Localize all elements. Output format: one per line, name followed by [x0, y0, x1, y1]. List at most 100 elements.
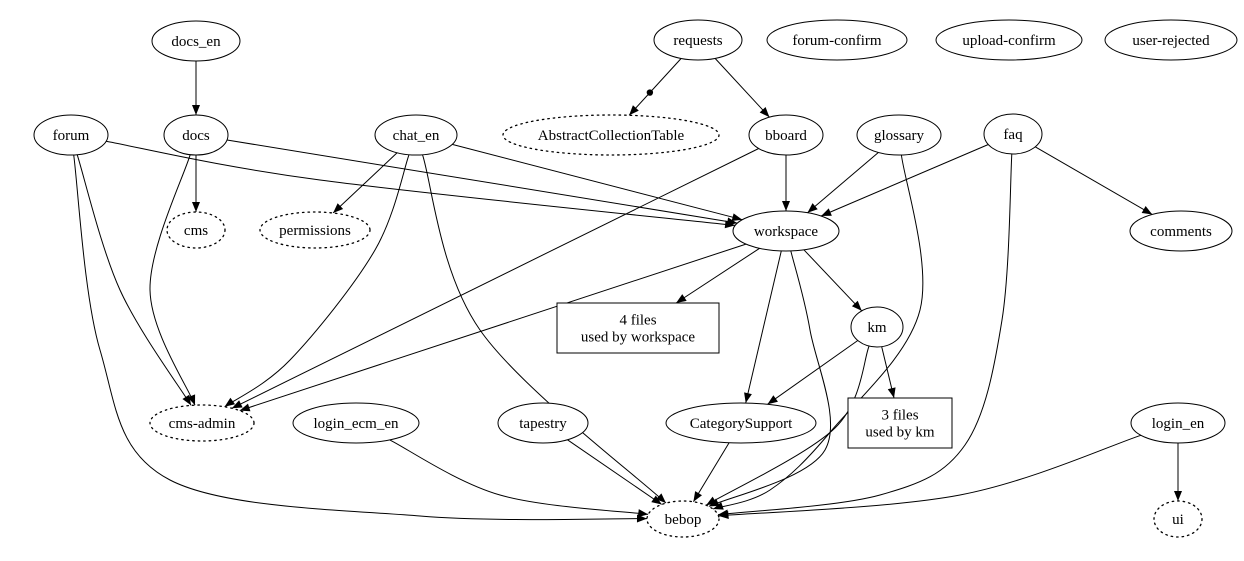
label-ui: ui [1172, 512, 1184, 528]
node-category_support: CategorySupport [665, 402, 817, 444]
label-comments: comments [1150, 224, 1212, 240]
node-abstract_collection_table: AbstractCollectionTable [502, 114, 720, 156]
label-login_en: login_en [1152, 416, 1205, 432]
ellipse-cms [166, 211, 226, 249]
ellipse-user_rejected [1104, 19, 1238, 61]
edge-bboard-to-cms_admin [231, 148, 759, 409]
node-cms: cms [166, 211, 226, 249]
node-login_ecm_en: login_ecm_en [292, 402, 420, 444]
ellipse-bboard [748, 114, 824, 156]
label-km: km [867, 320, 887, 336]
edge-workspace-to-files_workspace [675, 247, 760, 304]
edge-forum-to-cms_admin [76, 154, 192, 406]
label-cms: cms [184, 223, 208, 239]
edge-km-to-files_km [881, 346, 896, 399]
node-docs_en: docs_en [151, 20, 241, 62]
node-workspace: workspace [732, 210, 840, 252]
label-docs: docs [182, 128, 210, 144]
ellipse-forum_confirm [766, 19, 908, 61]
label-bboard: bboard [765, 128, 807, 144]
edge-requests-to-bboard [714, 58, 770, 118]
label-docs_en: docs_en [171, 34, 221, 50]
edge-km-to-bebop [705, 345, 870, 506]
label-glossary: glossary [874, 128, 924, 144]
node-login_en: login_en [1130, 402, 1226, 444]
edge-faq-to-workspace [820, 144, 989, 217]
label-forum: forum [53, 128, 90, 144]
label-forum_confirm: forum-confirm [792, 33, 881, 49]
edge-category_support-to-bebop [692, 442, 730, 503]
ellipse-bebop [646, 500, 720, 538]
edge-requests-to-abstract_collection_table [628, 58, 682, 116]
label-upload_confirm: upload-confirm [962, 33, 1056, 49]
edge-workspace-to-bebop [708, 250, 832, 507]
edge-login_en-to-bebop [718, 434, 1142, 520]
label-login_ecm_en: login_ecm_en [314, 416, 399, 432]
ellipse-comments [1129, 210, 1233, 252]
edge-km-to-category_support [767, 340, 859, 405]
node-layer: docs_en requests forum-confirm upload-confi… [33, 19, 1238, 538]
ellipse-upload_confirm [935, 19, 1083, 61]
ellipse-abstract_collection_table [502, 114, 720, 156]
label-permissions: permissions [279, 223, 351, 239]
edge-tapestry-to-bebop [567, 439, 663, 505]
ellipse-cms_admin [149, 404, 255, 442]
node-glossary: glossary [856, 114, 942, 156]
node-requests: requests [653, 19, 743, 61]
ellipse-docs [163, 114, 229, 156]
edge-layer [73, 58, 1182, 523]
node-bebop: bebop [646, 500, 720, 538]
node-docs: docs [163, 114, 229, 156]
label-requests: requests [673, 33, 722, 49]
ellipse-chat_en [374, 114, 458, 156]
edge-chat_en-to-workspace [452, 143, 743, 222]
ellipse-km [850, 306, 904, 348]
node-km: km [850, 306, 904, 348]
box-files_workspace [556, 302, 720, 354]
node-user_rejected: user-rejected [1104, 19, 1238, 61]
edge-faq-to-comments [1034, 146, 1153, 215]
ellipse-workspace [732, 210, 840, 252]
edge-docs-to-workspace [226, 139, 738, 226]
label-chat_en: chat_en [393, 128, 440, 144]
node-tapestry: tapestry [497, 402, 589, 444]
ellipse-faq [983, 113, 1043, 155]
ellipse-glossary [856, 114, 942, 156]
ellipse-ui [1153, 500, 1203, 538]
edge-docs-to-cms_admin [149, 154, 196, 406]
ellipse-login_ecm_en [292, 402, 420, 444]
node-comments: comments [1129, 210, 1233, 252]
edge-forum-to-bebop [73, 154, 648, 523]
edge-faq-to-bebop [717, 153, 1013, 518]
label-user_rejected: user-rejected [1132, 33, 1210, 49]
node-ui: ui [1153, 500, 1203, 538]
label-abstract_collection_table: AbstractCollectionTable [538, 128, 685, 144]
node-forum_confirm: forum-confirm [766, 19, 908, 61]
ellipse-tapestry [497, 402, 589, 444]
ellipse-forum [33, 114, 109, 156]
edge-glossary-to-workspace [807, 152, 879, 214]
node-cms_admin: cms-admin [149, 404, 255, 442]
ellipse-requests [653, 19, 743, 61]
label-faq: faq [1003, 127, 1023, 143]
node-forum: forum [33, 114, 109, 156]
node-faq: faq [983, 113, 1043, 155]
edge-login_ecm_en-to-bebop [389, 439, 649, 518]
edge-workspace-to-category_support [744, 250, 782, 404]
ellipse-login_en [1130, 402, 1226, 444]
label-bebop: bebop [665, 512, 702, 528]
ellipse-docs_en [151, 20, 241, 62]
node-bboard: bboard [748, 114, 824, 156]
label-category_support: CategorySupport [690, 416, 793, 432]
edge-workspace-to-cms_admin [239, 243, 747, 412]
box-files_km [847, 397, 953, 449]
edge-dot-marker [646, 89, 654, 96]
edge-forum-to-workspace [106, 140, 736, 229]
edge-chat_en-to-permissions [332, 152, 398, 214]
